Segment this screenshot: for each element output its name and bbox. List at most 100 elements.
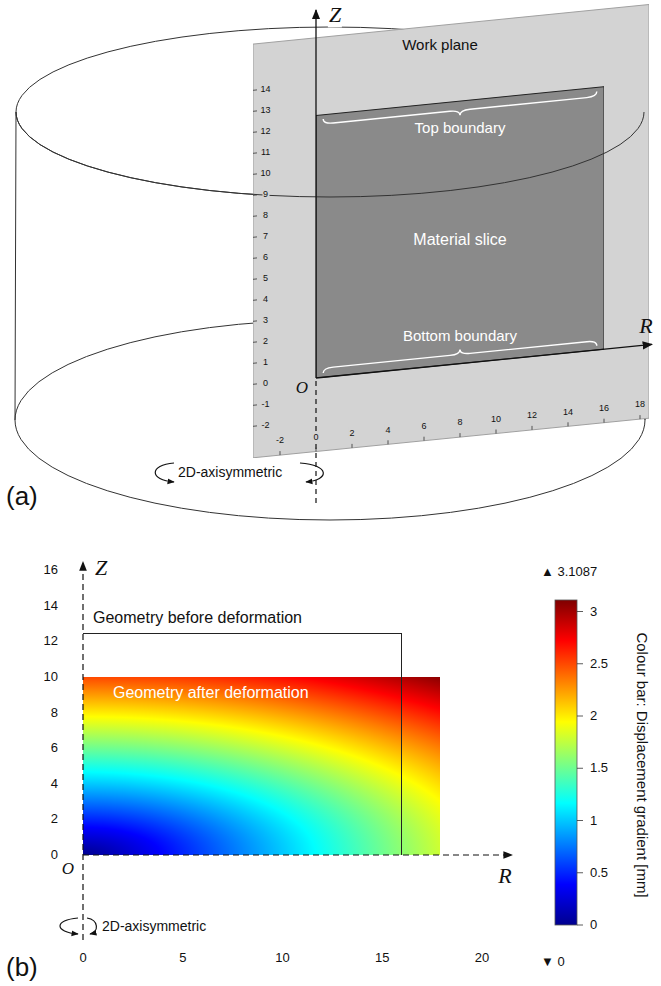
tick-mark: [253, 320, 257, 321]
tick-mark: [568, 422, 569, 426]
colour-bar-tick: 3: [590, 604, 597, 619]
tick-number: 7: [262, 231, 269, 241]
tick-number: 14: [44, 598, 58, 613]
axis-label: O: [296, 378, 308, 398]
tick-mark: [577, 872, 583, 873]
tick-mark: [577, 716, 583, 717]
tick-mark: [577, 611, 583, 612]
work-plane-outline: [253, 5, 649, 458]
tick-mark: [253, 89, 257, 90]
node-text: Work plane: [402, 36, 478, 53]
tick-number: 11: [260, 147, 271, 157]
tick-mark: [496, 430, 497, 434]
tick-mark: [253, 341, 257, 342]
tick-mark: [253, 299, 257, 300]
panel-label: (a): [6, 482, 38, 512]
node-text: Geometry before deformation: [93, 609, 302, 627]
tick-number: 13: [260, 105, 272, 115]
tick-number: 12: [44, 634, 58, 649]
tick-number: 10: [490, 414, 502, 424]
node-text: Material slice: [413, 231, 506, 249]
tick-number: 0: [79, 951, 86, 966]
rotation-symbol: [60, 918, 78, 934]
label: ▼ 0: [541, 955, 565, 970]
brace: [323, 92, 597, 124]
colour-bar-tick: 1.5: [590, 761, 608, 776]
work-plane: Work planeTop boundaryMaterial sliceBott…: [253, 4, 649, 458]
tick-number: 12: [526, 410, 538, 420]
node-text: Geometry after deformation: [113, 684, 309, 702]
rotation-symbol: [300, 463, 323, 482]
tick-mark: [577, 925, 583, 926]
tick-number: 8: [51, 705, 58, 720]
tick-number: -2: [261, 420, 271, 430]
tick-number: 6: [420, 421, 427, 431]
tick-number: 8: [262, 210, 269, 220]
tick-mark: [253, 110, 257, 111]
symmetry-axis: [315, 381, 316, 505]
colour-bar-title: Colour bar: Displacement gradient [mm]: [633, 632, 650, 897]
cylinder-side: [15, 112, 16, 420]
tick-mark: [253, 215, 257, 216]
z-axis: [82, 562, 83, 940]
tick-number: 5: [262, 273, 269, 283]
rotation-symbol: [155, 463, 174, 482]
r-axis: [316, 344, 652, 378]
tick-mark: [316, 448, 317, 452]
tick-number: 16: [44, 563, 58, 578]
r-axis: [83, 854, 512, 855]
tick-mark: [532, 426, 533, 430]
tick-number: 2: [348, 428, 355, 438]
node-text: Top boundary: [415, 119, 506, 136]
tick-mark: [460, 433, 461, 437]
label: ▲ 3.1087: [541, 565, 597, 580]
tick-mark: [253, 425, 257, 426]
tick-number: 14: [260, 84, 272, 94]
tick-number: 10: [275, 951, 289, 966]
tick-mark: [253, 173, 257, 174]
tick-mark: [253, 278, 257, 279]
tick-number: -2: [275, 435, 285, 445]
tick-number: 0: [262, 378, 269, 388]
tick-number: 4: [262, 294, 269, 304]
tick-mark: [253, 404, 257, 405]
tick-number: 16: [598, 403, 610, 413]
tick-number: 9: [262, 189, 269, 199]
tick-number: 6: [262, 252, 269, 262]
tick-number: 14: [562, 406, 574, 416]
tick-mark: [253, 257, 257, 258]
colour-bar-tick: 0: [590, 918, 597, 933]
tick-mark: [352, 444, 353, 448]
tick-number: 10: [44, 670, 58, 685]
tick-mark: [280, 451, 281, 455]
tick-number: 5: [179, 951, 186, 966]
deformed-geometry-field: [83, 677, 440, 855]
tick-number: 4: [51, 776, 58, 791]
tick-number: 6: [51, 741, 58, 756]
tick-number: 1: [262, 357, 269, 367]
geometry-after: Geometry after deformation: [83, 677, 440, 855]
tick-mark: [253, 362, 257, 363]
tick-number: 10: [260, 168, 272, 178]
tick-mark: [253, 152, 257, 153]
tick-mark: [388, 440, 389, 444]
tick-mark: [424, 437, 425, 441]
material-slice-outline: [316, 87, 604, 378]
rotation-symbol: [87, 918, 96, 934]
z-axis: [315, 10, 316, 378]
tick-mark: [253, 383, 257, 384]
axis-label: Z: [95, 555, 107, 580]
tick-number: 15: [375, 951, 389, 966]
cylinder-top-front: [16, 112, 644, 197]
tick-mark: [253, 236, 257, 237]
tick-mark: [577, 820, 583, 821]
tick-number: 0: [312, 432, 319, 442]
tick-mark: [577, 768, 583, 769]
panel-label: (b): [6, 953, 38, 983]
colour-bar-tick: 1: [590, 813, 597, 828]
tick-number: 18: [634, 399, 646, 409]
node-text: Bottom boundary: [403, 327, 517, 344]
tick-number: 4: [384, 424, 391, 434]
tick-number: -1: [261, 399, 271, 409]
